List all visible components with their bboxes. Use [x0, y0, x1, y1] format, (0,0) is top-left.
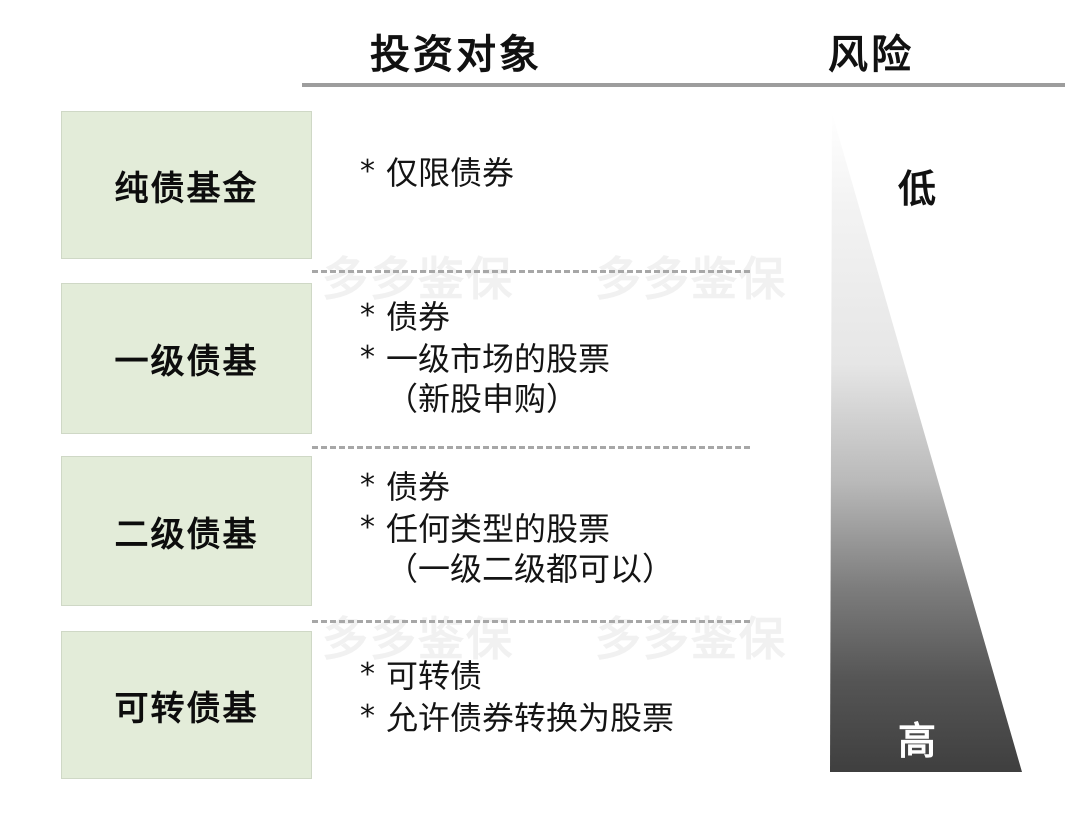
risk-gradient-triangle	[820, 105, 1035, 780]
fund-type-label: 一级债基	[114, 342, 259, 382]
list-item-text: 一级市场的股票	[386, 340, 611, 379]
asterisk-bullet-icon: *	[360, 154, 375, 189]
investment-target-list-row-4: * 可转债 * 允许债券转换为股票	[360, 655, 790, 739]
asterisk-bullet-icon: *	[360, 298, 375, 333]
header-divider-rule	[302, 83, 1065, 87]
list-item-text: 任何类型的股票	[386, 510, 611, 549]
asterisk-bullet-icon: *	[360, 699, 375, 735]
asterisk-bullet-icon: *	[360, 340, 375, 376]
column-header-risk: 风险	[828, 32, 914, 78]
risk-level-high-label: 高	[898, 719, 939, 763]
asterisk-bullet-icon: *	[360, 468, 375, 503]
list-item: * 允许债券转换为股票	[360, 697, 790, 739]
fund-type-label: 二级债基	[114, 514, 259, 555]
list-item-text: 可转债	[386, 657, 483, 695]
risk-level-low-label: 低	[898, 167, 939, 211]
list-item-text: 允许债券转换为股票	[386, 699, 675, 738]
list-item: * 一级市场的股票	[360, 338, 790, 380]
investment-target-list-row-2: * 债券 * 一级市场的股票 （新股申购）	[360, 296, 790, 420]
column-header-investment: 投资对象	[370, 32, 542, 78]
list-item-text: 债券	[386, 298, 451, 336]
list-item-continuation: （一级二级都可以）	[386, 550, 675, 589]
investment-target-list-row-3: * 债券 * 任何类型的股票 （一级二级都可以）	[360, 466, 790, 590]
fund-type-box-primary-bond: 一级债基	[61, 283, 312, 434]
list-item-text: 债券	[386, 468, 451, 506]
list-item: * 可转债	[360, 655, 790, 697]
list-item: * 债券	[360, 466, 790, 508]
list-item-continuation: （新股申购）	[386, 380, 579, 419]
list-item: * 债券	[360, 296, 790, 338]
row-separator-dashed	[312, 446, 750, 449]
investment-target-list-row-1: * 仅限债券	[360, 152, 790, 194]
fund-type-label: 纯债基金	[114, 168, 259, 209]
asterisk-bullet-icon: *	[360, 657, 375, 692]
fund-type-box-secondary-bond: 二级债基	[61, 456, 312, 606]
row-separator-dashed	[312, 620, 750, 623]
risk-triangle-svg	[830, 113, 1022, 772]
list-item-text: 仅限债券	[386, 154, 515, 192]
asterisk-bullet-icon: *	[360, 510, 375, 546]
list-item: * 任何类型的股票	[360, 508, 790, 550]
fund-type-label: 可转债基	[114, 688, 259, 729]
row-separator-dashed	[312, 270, 750, 273]
fund-type-box-convertible-bond: 可转债基	[61, 631, 312, 779]
list-item: * 仅限债券	[360, 152, 790, 194]
fund-type-box-pure-bond: 纯债基金	[61, 111, 312, 259]
